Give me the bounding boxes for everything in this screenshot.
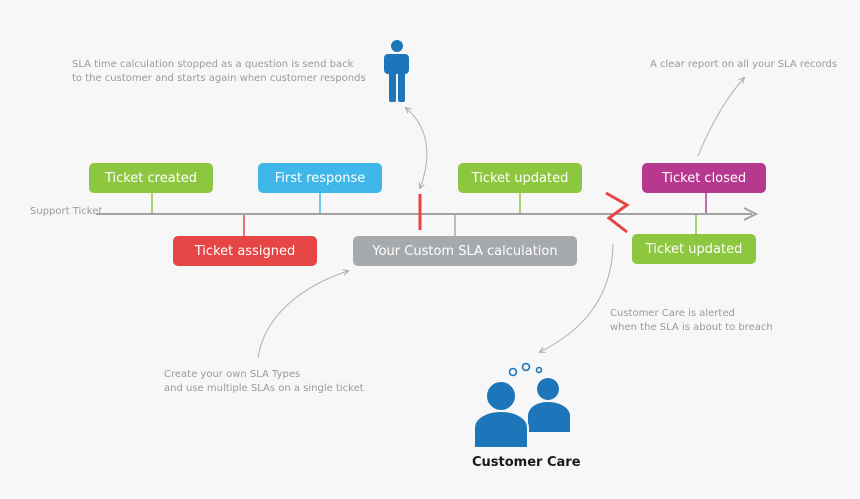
arrow-create-types [257,271,348,359]
person-icon [384,40,409,102]
note-clear-report-line-1: A clear report on all your SLA records [650,59,838,70]
event-ticket-updated-bottom: Ticket updated [632,234,756,264]
note-create-types-line-1: Create your own SLA Types [164,369,301,380]
timeline-arrowhead [743,207,759,221]
note-sla-stopped: SLA time calculation stopped as a questi… [72,58,366,86]
note-sla-stopped-line-2: to the customer and starts again when cu… [72,73,366,84]
note-alerted-line-2: when the SLA is about to breach [610,322,773,333]
event-custom-sla: Your Custom SLA calculation [353,236,577,266]
arrow-alert [540,243,614,352]
timeline-label: Support Ticket [30,206,103,217]
breach-zigzag-icon [605,191,630,234]
event-ticket-updated-top: Ticket updated [458,163,582,193]
event-ticket-assigned: Ticket assigned [173,236,317,266]
event-ticket-created: Ticket created [89,163,213,193]
event-ticket-closed: Ticket closed [642,163,766,193]
arrow-clear-report [697,78,744,157]
customer-care-icon [473,378,570,449]
arrow-sla-pause [406,108,428,188]
thought-bubbles-icon [508,362,543,377]
note-create-types: Create your own SLA Types and use multip… [164,368,364,396]
customer-care-label: Customer Care [472,455,581,470]
note-clear-report: A clear report on all your SLA records [650,58,837,72]
note-alerted: Customer Care is alerted when the SLA is… [610,307,773,335]
note-sla-stopped-line-1: SLA time calculation stopped as a questi… [72,59,354,70]
note-alerted-line-1: Customer Care is alerted [610,308,735,319]
note-create-types-line-2: and use multiple SLAs on a single ticket [164,383,364,394]
event-first-response: First response [258,163,382,193]
